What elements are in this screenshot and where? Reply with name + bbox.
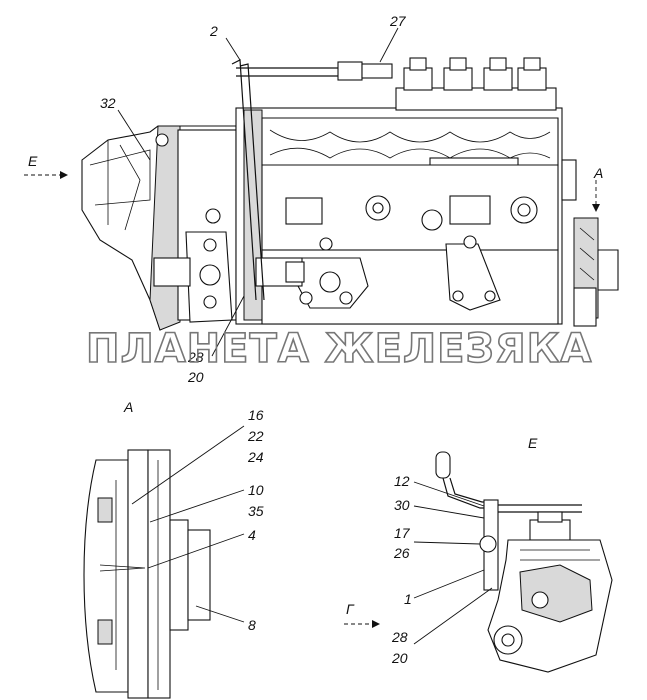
label-24: 24 <box>247 449 264 465</box>
label-28: 28 <box>187 349 204 365</box>
label-20-e: 20 <box>391 650 408 666</box>
label-32: 32 <box>100 95 116 111</box>
direction-g: Г <box>346 601 355 617</box>
label-28-e: 28 <box>391 629 408 645</box>
label-17: 17 <box>394 525 411 541</box>
label-1: 1 <box>404 591 412 607</box>
view-e-title: E <box>528 435 538 451</box>
fuel-pump-main-view <box>81 57 619 331</box>
view-e-annotations: E 12 30 17 26 1 28 20 Г <box>344 435 538 666</box>
view-e-detail <box>435 451 613 673</box>
watermark: ПЛАНЕТА ЖЕЛЕЗЯКА <box>86 326 592 372</box>
view-a-title: A <box>123 399 133 415</box>
label-12: 12 <box>394 473 410 489</box>
label-35: 35 <box>248 503 264 519</box>
label-8: 8 <box>248 617 256 633</box>
label-16: 16 <box>248 407 264 423</box>
label-20: 20 <box>187 369 204 385</box>
label-10: 10 <box>248 482 264 498</box>
main-view-annotations: 2 27 32 28 20 E A <box>24 13 603 385</box>
view-a-coupling <box>83 449 211 699</box>
direction-e: E <box>28 153 38 169</box>
label-27: 27 <box>389 13 407 29</box>
label-2: 2 <box>209 23 218 39</box>
label-22: 22 <box>247 428 264 444</box>
delivery-valves <box>395 57 557 111</box>
direction-a: A <box>593 165 603 181</box>
view-a-annotations: A 16 22 24 10 35 4 8 <box>123 399 264 633</box>
label-26: 26 <box>393 545 410 561</box>
label-30: 30 <box>394 497 410 513</box>
label-4: 4 <box>248 527 256 543</box>
